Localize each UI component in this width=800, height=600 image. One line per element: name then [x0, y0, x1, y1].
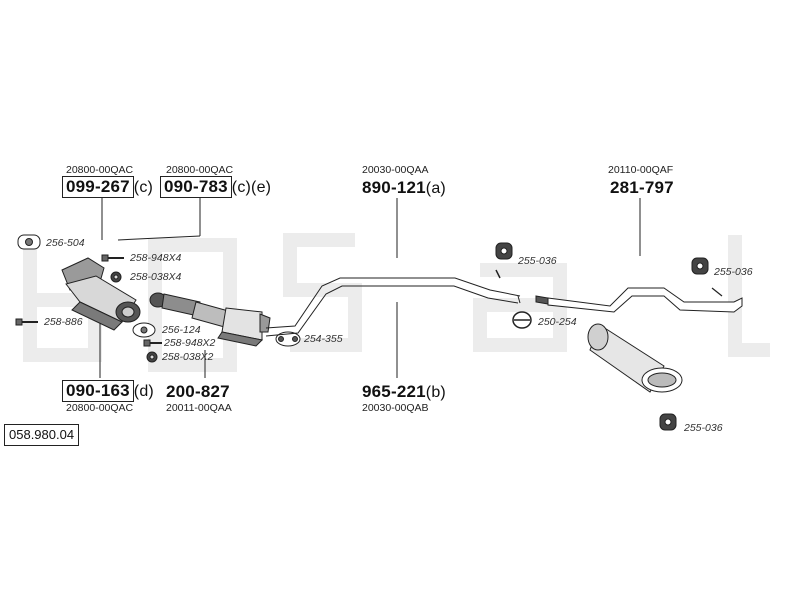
part-number: 281-797 — [610, 178, 674, 197]
small-part-label: 256-124 — [162, 324, 201, 336]
clamp-250-254 — [512, 311, 532, 329]
front-catalytic-converter — [61, 257, 141, 331]
part-number-group: 200-827 — [166, 382, 230, 402]
rubber-hanger-255-036-b — [691, 257, 709, 275]
group-code: 20800-00QAC — [66, 164, 134, 176]
rubber-hanger-255-036-c — [659, 413, 677, 431]
part-number: 200-827 — [166, 382, 230, 401]
bolt-258-886 — [15, 318, 38, 326]
part-number: 090-163 — [62, 380, 134, 402]
group-code: 20800-00QAC — [166, 164, 234, 176]
nut-258-038x4 — [110, 271, 122, 283]
small-part-label: 255-036 — [714, 266, 753, 278]
gasket-256-124 — [132, 322, 156, 338]
hanger-254-355 — [275, 331, 301, 347]
part-suffix: (c)(e) — [231, 179, 272, 196]
diagram-reference-number: 058.980.04 — [4, 424, 80, 446]
part-number: 890-121 — [362, 178, 426, 197]
small-part-label: 258-948X2 — [164, 337, 216, 349]
middle-pipe — [265, 277, 521, 337]
part-number-group: 281-797 — [610, 178, 674, 198]
bolt-258-948x4 — [101, 254, 124, 262]
part-number: 099-267 — [62, 176, 134, 198]
rear-silencer — [535, 287, 743, 393]
small-part-label: 255-036 — [684, 422, 723, 434]
group-code: 20800-00QAC — [66, 402, 134, 414]
part-number-group: 890-121(a) — [362, 178, 446, 198]
group-code: 20110-00QAF — [608, 164, 674, 176]
part-suffix: (a) — [425, 180, 446, 197]
gasket-256-504 — [17, 234, 41, 250]
part-number-group: 099-267(c) — [62, 176, 153, 198]
flex-pipe-and-converter — [149, 292, 271, 347]
group-code: 20011-00QAA — [166, 402, 232, 414]
part-number-group: 965-221(b) — [362, 382, 446, 402]
nut-258-038x2 — [146, 351, 158, 363]
bolt-258-948x2 — [143, 339, 162, 347]
part-number-group: 090-163(d) — [62, 380, 154, 402]
rubber-hanger-255-036-a — [495, 242, 513, 279]
small-part-label: 256-504 — [46, 237, 85, 249]
part-number: 090-783 — [160, 176, 232, 198]
part-suffix: (b) — [425, 384, 446, 401]
small-part-label: 258-948X4 — [130, 252, 182, 264]
small-part-label: 254-355 — [304, 333, 343, 345]
small-part-label: 258-038X4 — [130, 271, 182, 283]
group-code: 20030-00QAA — [362, 164, 429, 176]
part-suffix: (c) — [133, 179, 154, 196]
part-number-group: 090-783(c)(e) — [160, 176, 271, 198]
part-number: 965-221 — [362, 382, 426, 401]
part-suffix: (d) — [133, 383, 154, 400]
small-part-label: 258-038X2 — [162, 351, 214, 363]
small-part-label: 255-036 — [518, 255, 557, 267]
group-code: 20030-00QAB — [362, 402, 429, 414]
small-part-label: 250-254 — [538, 316, 577, 328]
small-part-label: 258-886 — [44, 316, 83, 328]
